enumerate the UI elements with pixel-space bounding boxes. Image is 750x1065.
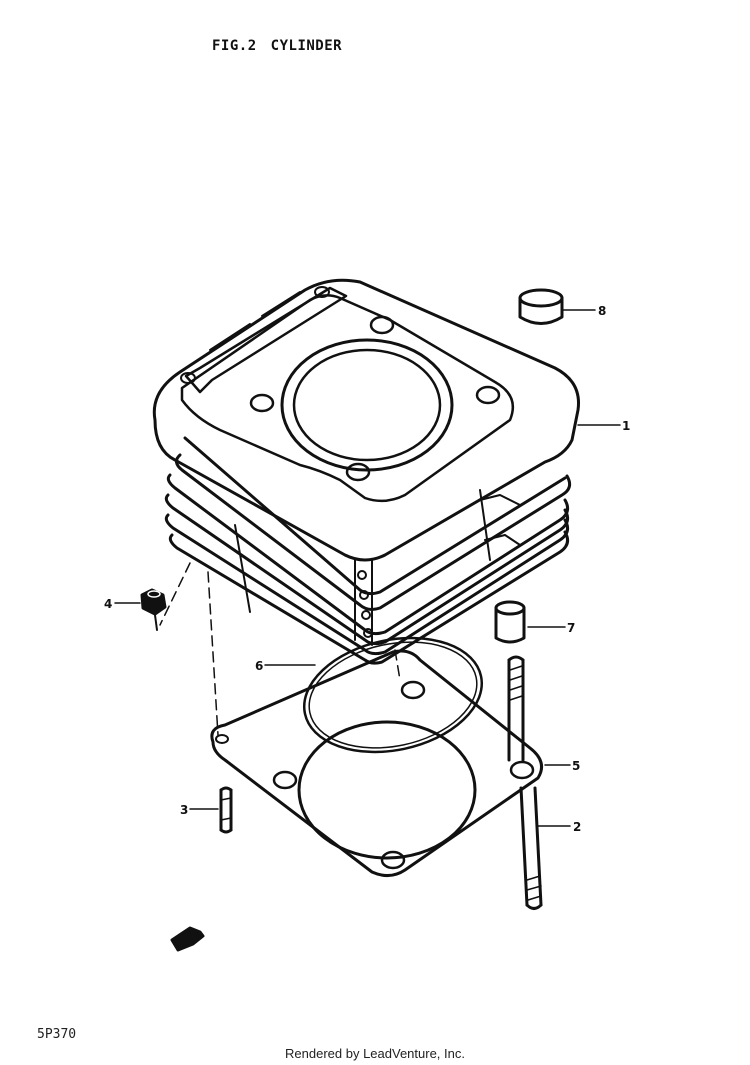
callout-5: 5	[572, 759, 580, 773]
callout-1: 1	[622, 419, 630, 433]
callout-3: 3	[180, 803, 188, 817]
figure-title: FIG.2 CYLINDER	[212, 38, 342, 54]
nut	[140, 588, 167, 631]
figure-number: FIG.2	[212, 38, 257, 54]
callout-4: 4	[104, 597, 112, 611]
base-gasket	[210, 649, 544, 877]
figure-name: CYLINDER	[270, 38, 343, 54]
dowel-pin-top	[518, 288, 564, 325]
small-stud	[219, 786, 233, 834]
callout-2: 2	[573, 820, 581, 834]
callout-6: 6	[255, 659, 263, 673]
footer-credit: Rendered by LeadVenture, Inc.	[285, 1046, 465, 1061]
alignment-lines	[159, 562, 401, 736]
leader-lines	[114, 309, 621, 827]
o-ring	[302, 636, 484, 754]
cylinder-block	[152, 278, 581, 665]
figure-code: 5P370	[37, 1027, 77, 1042]
dowel-pin-lower	[494, 600, 526, 644]
front-arrow-icon	[170, 926, 205, 952]
callout-8: 8	[598, 304, 606, 318]
stud-bolt	[507, 655, 543, 910]
callout-7: 7	[567, 621, 575, 635]
